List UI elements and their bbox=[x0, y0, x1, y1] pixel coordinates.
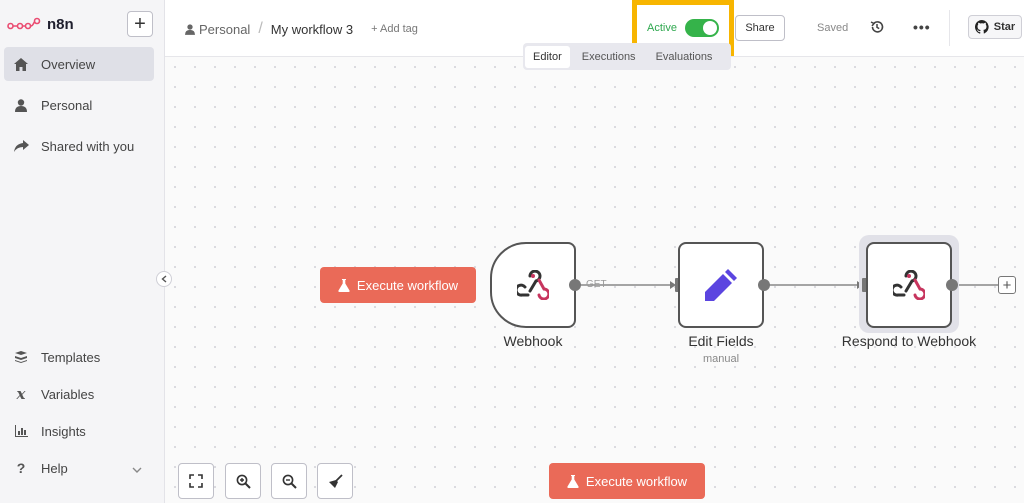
sidebar-item-insights[interactable]: Insights bbox=[4, 414, 154, 448]
fit-view-button[interactable] bbox=[178, 463, 214, 499]
star-label: Star bbox=[993, 21, 1016, 33]
sidebar-item-label: Shared with you bbox=[41, 138, 135, 154]
github-star-button[interactable]: Star bbox=[968, 15, 1022, 39]
header-divider bbox=[949, 10, 950, 46]
toggle-knob bbox=[702, 21, 717, 35]
node-edit-fields[interactable] bbox=[678, 242, 764, 328]
sidebar-item-label: Personal bbox=[41, 97, 93, 113]
add-button[interactable]: + bbox=[127, 11, 153, 37]
sidebar-item-label: Overview bbox=[41, 56, 96, 72]
sidebar-item-label: Templates bbox=[41, 349, 101, 365]
sidebar-item-personal[interactable]: Personal bbox=[4, 88, 154, 122]
project-name: Personal bbox=[199, 21, 251, 37]
view-tabs: Editor Executions Evaluations bbox=[523, 43, 731, 70]
webhook-icon bbox=[517, 270, 549, 300]
help-icon: ? bbox=[16, 460, 26, 476]
flask-icon bbox=[567, 474, 579, 488]
pencil-icon bbox=[705, 269, 737, 301]
user-icon bbox=[185, 23, 195, 35]
share-icon bbox=[13, 140, 29, 152]
zoom-in-icon bbox=[236, 474, 251, 489]
user-icon bbox=[13, 98, 29, 112]
sidebar-item-label: Help bbox=[41, 460, 68, 476]
zoom-out-icon bbox=[282, 474, 297, 489]
sidebar-item-overview[interactable]: Overview bbox=[4, 47, 154, 81]
node-respond-to-webhook[interactable] bbox=[866, 242, 952, 328]
breadcrumb-project[interactable]: Personal bbox=[185, 22, 250, 37]
workflow-name[interactable]: My workflow 3 bbox=[270, 21, 354, 37]
collapse-sidebar-button[interactable] bbox=[156, 271, 172, 287]
output-port[interactable] bbox=[946, 279, 958, 291]
node-webhook[interactable] bbox=[490, 242, 576, 328]
edge-label: GET bbox=[586, 279, 607, 290]
execute-workflow-button[interactable]: Execute workflow bbox=[320, 267, 476, 303]
flask-icon bbox=[338, 278, 350, 292]
n8n-logo[interactable]: n8n bbox=[7, 12, 74, 36]
node-label-webhook: Webhook bbox=[503, 333, 563, 349]
tidy-up-button[interactable] bbox=[317, 463, 353, 499]
share-button[interactable]: Share bbox=[735, 15, 785, 41]
github-icon bbox=[974, 20, 989, 34]
sidebar-item-variables[interactable]: x Variables bbox=[4, 377, 154, 411]
active-toggle[interactable] bbox=[684, 19, 719, 37]
execute-workflow-label: Execute workflow bbox=[356, 277, 459, 293]
home-icon bbox=[13, 57, 29, 71]
node-label-respond-to-webhook: Respond to Webhook bbox=[841, 333, 977, 349]
sidebar-item-label: Insights bbox=[41, 423, 86, 439]
templates-icon bbox=[13, 351, 29, 363]
more-options-icon[interactable]: ••• bbox=[913, 19, 931, 35]
insights-icon bbox=[13, 425, 29, 437]
node-label-edit-fields: Edit Fields bbox=[688, 333, 754, 349]
execute-workflow-button-bottom[interactable]: Execute workflow bbox=[549, 463, 705, 499]
sidebar-item-templates[interactable]: Templates bbox=[4, 340, 154, 374]
zoom-in-button[interactable] bbox=[225, 463, 261, 499]
sidebar: n8n + Overview Personal Shared with you … bbox=[0, 0, 165, 503]
input-port[interactable] bbox=[862, 278, 868, 292]
sidebar-item-help[interactable]: ? Help bbox=[4, 451, 154, 485]
brand-name: n8n bbox=[47, 15, 74, 33]
add-node-icon[interactable]: + bbox=[998, 276, 1016, 294]
execute-workflow-label: Execute workflow bbox=[585, 473, 688, 489]
n8n-logo-icon bbox=[7, 17, 41, 30]
breadcrumb: Personal / My workflow 3 + Add tag bbox=[185, 20, 418, 38]
fullscreen-icon bbox=[189, 474, 203, 488]
zoom-out-button[interactable] bbox=[271, 463, 307, 499]
active-label: Active bbox=[647, 22, 677, 34]
broom-icon bbox=[328, 473, 343, 488]
chevron-left-icon bbox=[161, 275, 167, 283]
output-port[interactable] bbox=[569, 279, 581, 291]
tab-editor[interactable]: Editor bbox=[525, 45, 570, 68]
variables-icon: x bbox=[16, 385, 26, 403]
output-port[interactable] bbox=[758, 279, 770, 291]
sidebar-item-shared[interactable]: Shared with you bbox=[4, 129, 154, 163]
add-tag-button[interactable]: + Add tag bbox=[371, 23, 418, 35]
webhook-icon bbox=[893, 270, 925, 300]
breadcrumb-separator: / bbox=[258, 20, 263, 37]
tab-evaluations[interactable]: Evaluations bbox=[655, 50, 713, 63]
chevron-down-icon bbox=[132, 461, 142, 476]
node-subtitle: manual bbox=[702, 353, 740, 365]
history-icon[interactable] bbox=[870, 20, 884, 39]
sidebar-item-label: Variables bbox=[41, 386, 95, 402]
saved-status: Saved bbox=[817, 22, 849, 34]
tab-executions[interactable]: Executions bbox=[581, 50, 636, 63]
